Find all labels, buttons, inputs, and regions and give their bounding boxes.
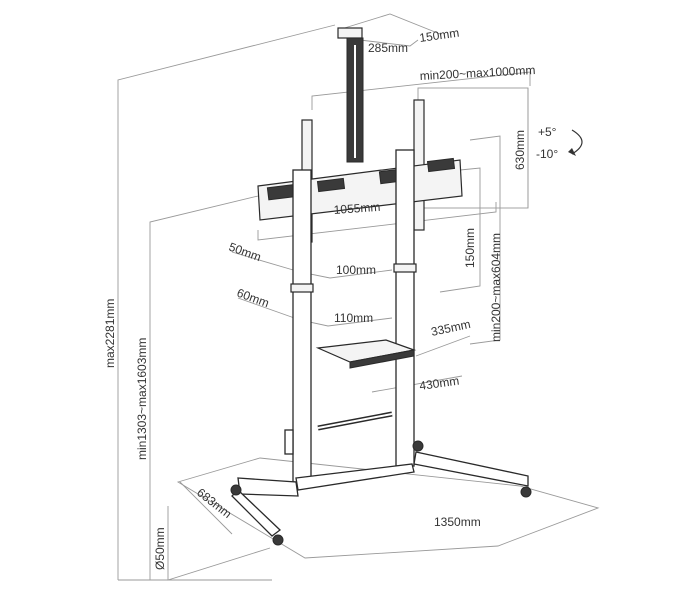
dim-max-height-frame [117, 24, 336, 580]
label-shelf-depth: 335mm [430, 317, 472, 339]
dim-shelf-depth [415, 335, 471, 357]
tilt-arrow-icon [571, 129, 583, 155]
side-hook [284, 429, 294, 455]
bracket-slot-2 [316, 177, 346, 193]
right-clamp-1 [393, 263, 417, 273]
bracket-slot-4 [426, 157, 456, 173]
label-max-height: max2281mm [103, 299, 117, 368]
right-pole [395, 149, 415, 467]
label-base-width: 1350mm [434, 515, 481, 529]
label-bracket-width: 1055mm [333, 200, 381, 217]
base-right-arm [413, 451, 529, 487]
label-vertical-150: 150mm [463, 228, 477, 268]
caster-3 [520, 486, 532, 498]
base-front-bar [295, 463, 415, 491]
top-cap [337, 27, 363, 39]
label-top-depth: 150mm [418, 26, 460, 45]
dim-shelf-width [371, 375, 463, 393]
label-clamp-upper-b: 100mm [336, 263, 376, 277]
label-height-range: min1303~max1603mm [135, 338, 149, 460]
dim-clamp-lower [237, 297, 393, 327]
label-clamp-lower-b: 110mm [334, 311, 373, 325]
left-clamp-1 [290, 283, 314, 293]
label-caster: Ø50mm [153, 527, 167, 570]
label-tilt-down: -10° [536, 147, 558, 161]
caster-1 [230, 484, 242, 496]
caster-4 [412, 440, 424, 452]
label-vesa-height: 630mm [513, 130, 527, 170]
dim-height-range-frame [149, 195, 259, 580]
label-vesa-range: min200~max1000mm [419, 63, 535, 83]
dim-bracket-width [257, 202, 497, 241]
label-clamp-lower-a: 60mm [235, 286, 271, 311]
label-tilt-up: +5° [538, 125, 557, 139]
dim-top-width [359, 39, 419, 47]
label-top-width: 285mm [368, 41, 408, 55]
caster-2 [272, 534, 284, 546]
label-clamp-upper-a: 50mm [227, 240, 263, 265]
dim-base-frame [176, 457, 600, 559]
label-vesa-vertical: min200~max604mm [489, 233, 503, 342]
dim-top-depth [337, 13, 441, 35]
shelf-edge [349, 349, 415, 369]
dim-clamp-upper [231, 251, 393, 279]
base-left-arm [237, 477, 299, 497]
cross-bar-inner [317, 413, 393, 429]
dim-vesa-vertical [469, 135, 501, 345]
dim-vesa-range [311, 71, 531, 110]
dim-base-depth [179, 481, 233, 535]
label-shelf-width: 430mm [418, 374, 460, 393]
left-pole [292, 169, 312, 483]
tilt-arrowhead-icon [568, 148, 576, 156]
